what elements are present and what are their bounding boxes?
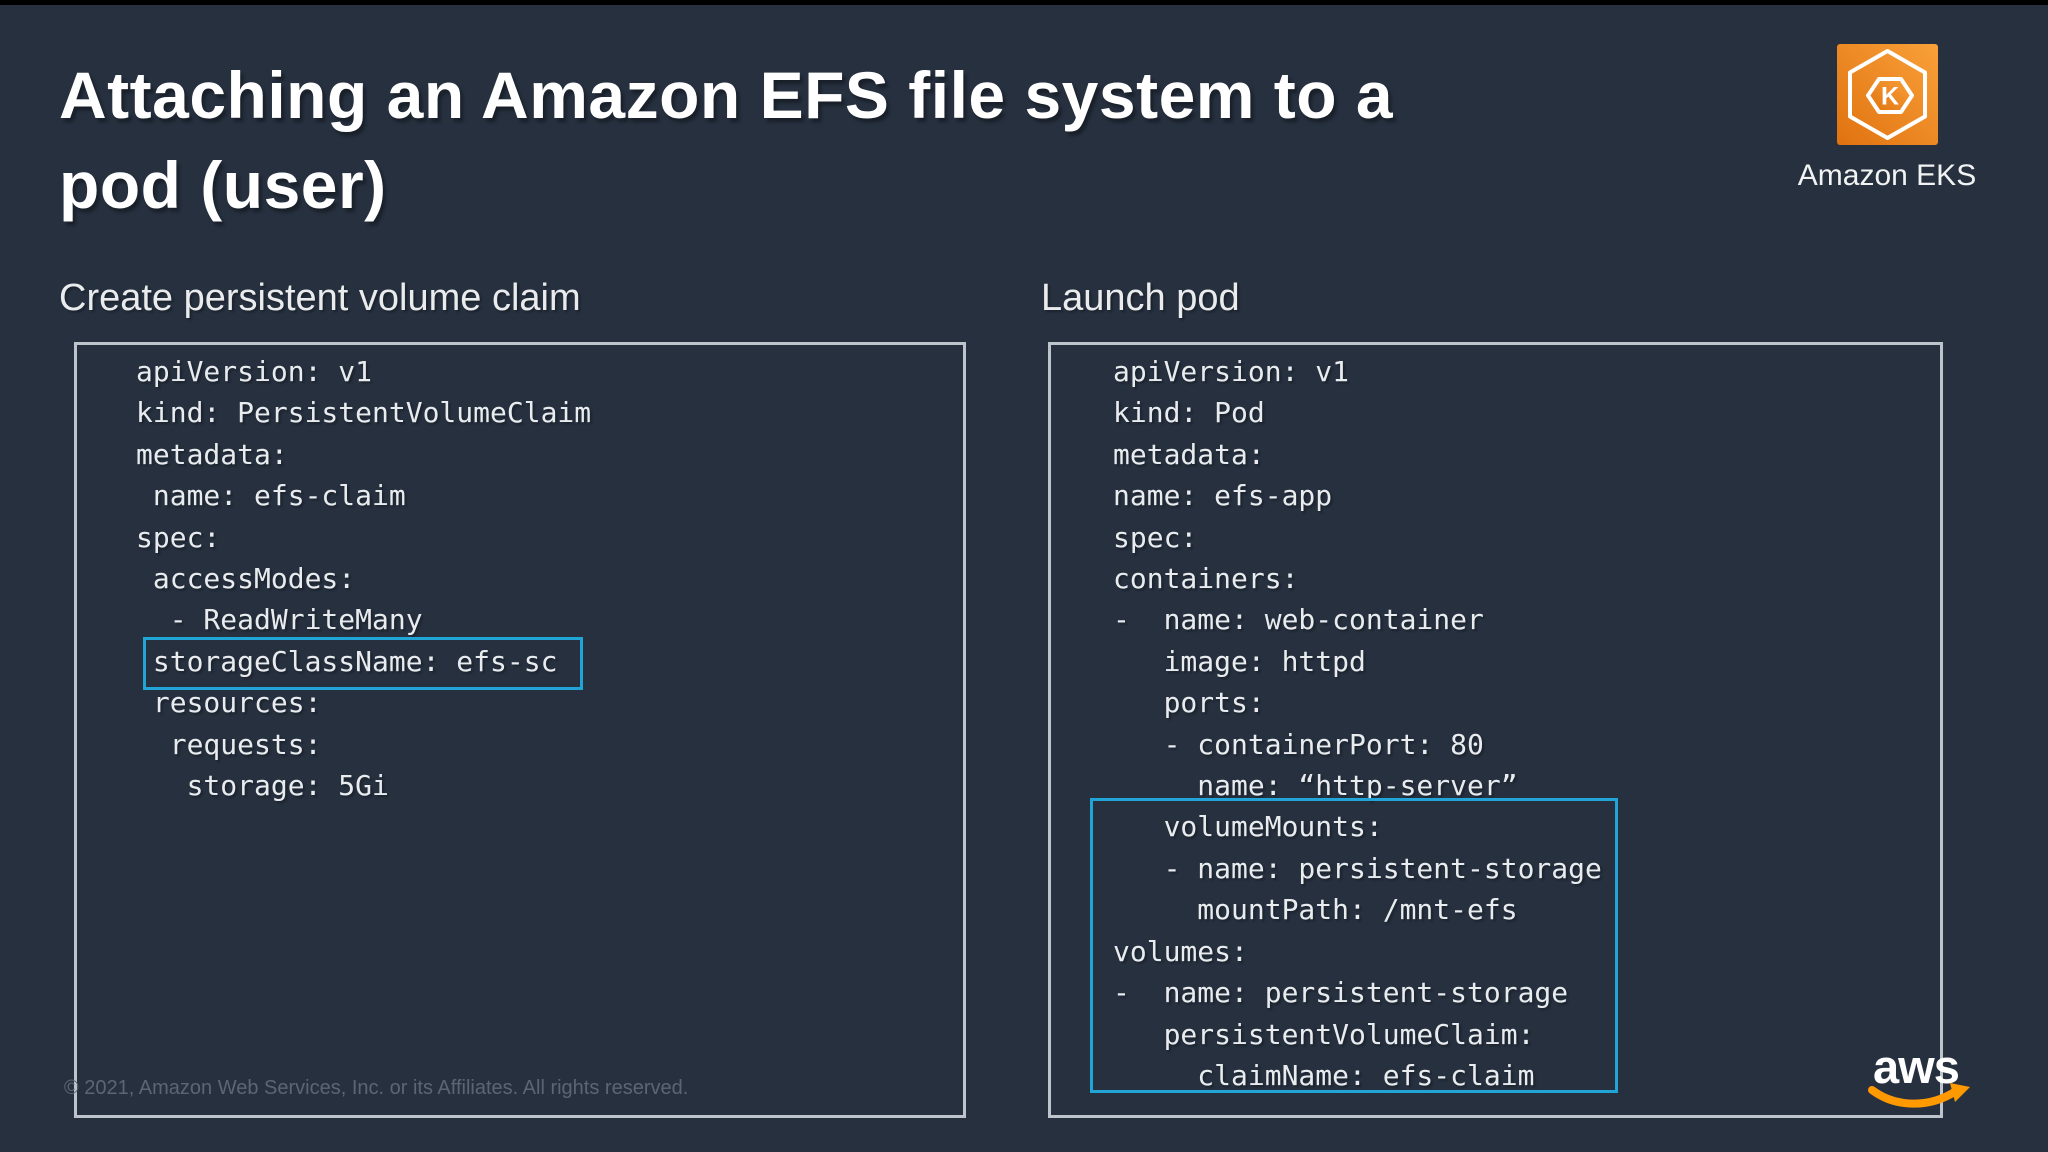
aws-wordmark: aws xyxy=(1873,1040,1959,1093)
pvc-yaml-code: apiVersion: v1 kind: PersistentVolumeCla… xyxy=(136,355,592,803)
pod-yaml-code: apiVersion: v1 kind: Pod metadata: name:… xyxy=(1113,355,1602,1092)
right-section-heading: Launch pod xyxy=(1041,277,1240,319)
pvc-code-panel: apiVersion: v1 kind: PersistentVolumeCla… xyxy=(74,342,966,1118)
top-black-bar xyxy=(0,0,2048,5)
aws-logo: aws xyxy=(1868,1040,1970,1108)
page-title: Attaching an Amazon EFS file system to a… xyxy=(59,50,1619,230)
aws-smile-arrow-tip xyxy=(1950,1083,1970,1102)
page-title-line1: Attaching an Amazon EFS file system to a xyxy=(59,58,1394,132)
left-section-heading: Create persistent volume claim xyxy=(59,277,581,319)
eks-logo: K Amazon EKS xyxy=(1772,44,2002,193)
eks-icon-letter: K xyxy=(1880,83,1898,111)
eks-logo-label: Amazon EKS xyxy=(1797,159,1977,192)
page-title-line2: pod (user) xyxy=(59,148,387,222)
eks-hexagon-icon: K xyxy=(1836,44,1938,145)
copyright-text: © 2021, Amazon Web Services, Inc. or its… xyxy=(64,1077,689,1099)
aws-smile-icon xyxy=(1868,1086,1960,1108)
pod-code-panel: apiVersion: v1 kind: Pod metadata: name:… xyxy=(1048,342,1943,1118)
